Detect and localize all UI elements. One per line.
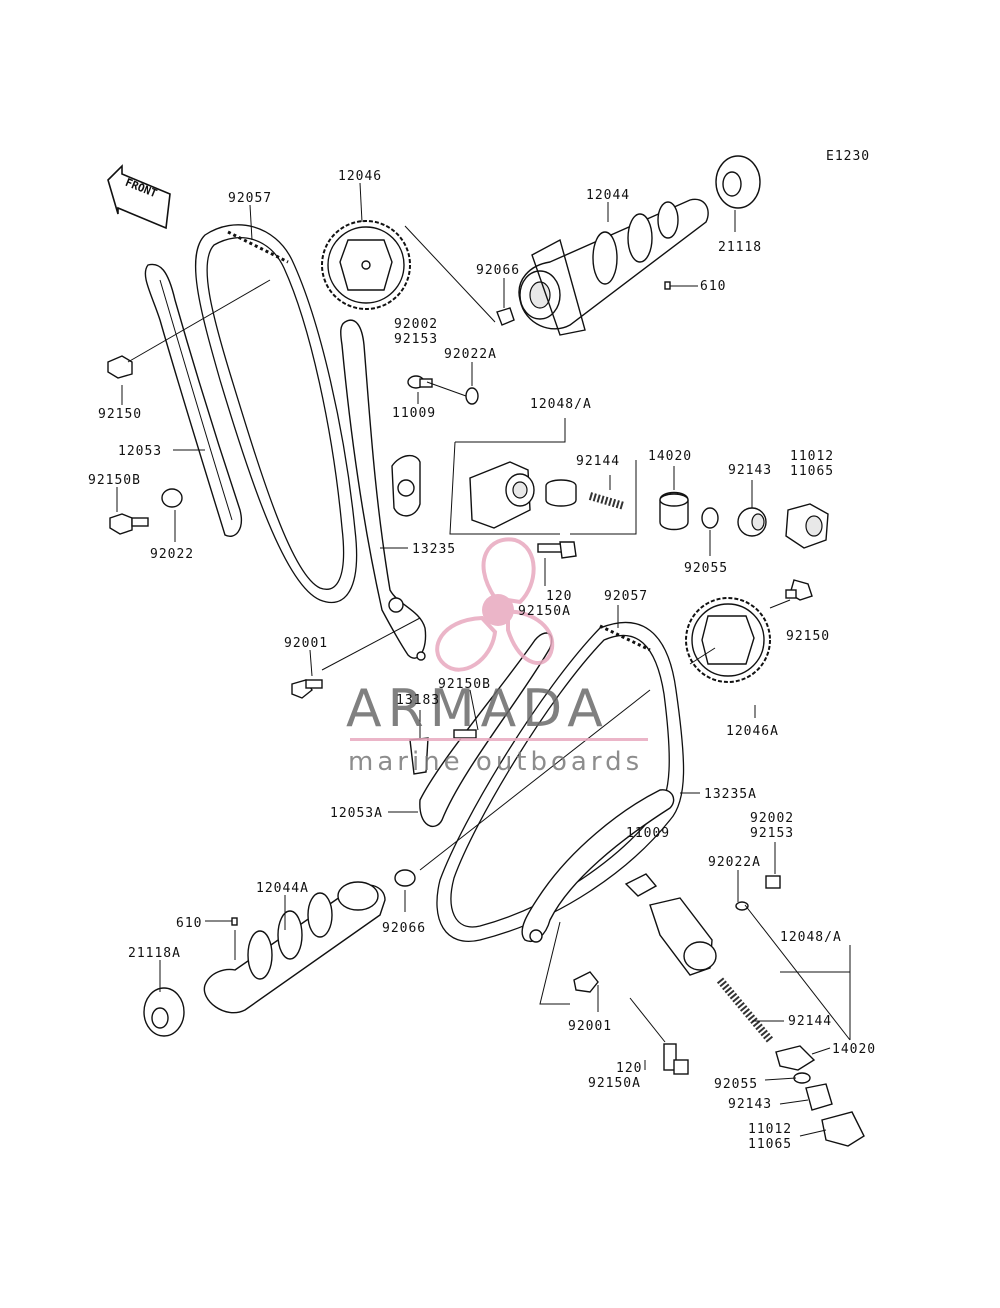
part-label-13183: 13183 [396,693,440,708]
bolt-92002-bot [765,875,781,889]
part-label-11065-top: 11065 [790,464,834,479]
part-label-120-top: 120 [546,589,572,604]
part-label-92150B-mid: 92150B [438,677,491,692]
cap-14020-bot [775,1045,816,1071]
propeller-icon [435,537,555,672]
part-label-21118A: 21118A [128,946,181,961]
pin-610-top [664,281,671,290]
gasket-11009-top [391,455,421,517]
part-labels: 9205712046120442111861092066920029215392… [88,169,876,1152]
part-label-92066-top: 92066 [476,263,520,278]
part-label-12048A-top: 12048/A [530,397,592,412]
part-label-92001-top: 92001 [284,636,328,651]
part-label-92143-bot: 92143 [728,1097,772,1112]
washer-92022 [161,488,183,508]
part-21118 [715,155,761,209]
part-label-92153-bot: 92153 [750,826,794,841]
part-label-92057-mid: 92057 [604,589,648,604]
part-label-92066-bot: 92066 [382,921,426,936]
part-label-92144-bot: 92144 [788,1014,832,1029]
part-label-14020-bot: 14020 [832,1042,876,1057]
part-label-11012-top: 11012 [790,449,834,464]
oring-92055-bot [793,1072,811,1084]
part-label-92144-top: 92144 [576,454,620,469]
diagram-code: E1230 [826,149,870,164]
bolt-92150A-bot [663,1043,689,1075]
tensioner-12048A-top [469,461,626,529]
part-label-14020-top: 14020 [648,449,692,464]
cam-sprocket-12046 [321,220,411,310]
front-arrow-icon: FRONT [107,164,171,230]
chain-guide-12053 [144,263,242,537]
bolt-92066-top [496,307,515,326]
cap-11012-bot [821,1111,865,1147]
watermark-tagline: marine outboards [348,747,643,777]
camshaft-12044A [203,881,386,1014]
pin-610-bot [231,917,238,926]
bolt-92150A-top [537,541,577,559]
cap-11012-top [785,503,829,549]
part-label-610-bot: 610 [176,916,202,931]
bolt-92150-left [107,279,271,379]
part-label-92150A-bot: 92150A [588,1076,641,1091]
part-label-92022: 92022 [150,547,194,562]
part-label-11065-bot: 11065 [748,1137,792,1152]
part-label-92002-bot: 92002 [750,811,794,826]
part-label-92001-bot: 92001 [568,1019,612,1034]
part-label-11009-bot: 11009 [626,826,670,841]
part-label-92150A-top: 92150A [518,604,571,619]
collar-92143-top [737,507,767,537]
part-label-12053A: 12053A [330,806,383,821]
tensioner-guide-13235A [521,789,675,943]
tensioner-guide-13235 [340,319,427,661]
camshaft-12044 [518,198,709,336]
oring-92055-top [701,507,719,529]
part-label-12053: 12053 [118,444,162,459]
part-label-120-bot: 120 [616,1061,642,1076]
part-label-92143-top: 92143 [728,463,772,478]
part-label-610-top: 610 [700,279,726,294]
timing-chain-upper [194,224,358,604]
gasket-11009-bot [624,873,658,897]
bolt-92002-top [407,375,433,389]
part-label-92057-top: 92057 [228,191,272,206]
part-label-12046: 12046 [338,169,382,184]
part-label-92150-right: 92150 [786,629,830,644]
part-label-92022A-bot: 92022A [708,855,761,870]
armada-logo: ARMADA marine outboards [346,537,648,777]
washer-92022A-top [465,387,479,405]
part-label-21118: 21118 [718,240,762,255]
part-label-12048A-bot: 12048/A [780,930,842,945]
part-label-12044A: 12044A [256,881,309,896]
part-label-12044: 12044 [586,188,630,203]
part-label-92055-bot: 92055 [714,1077,758,1092]
part-label-13235A: 13235A [704,787,757,802]
tensioner-12048A-bot [649,897,774,1043]
part-label-12046A: 12046A [726,724,779,739]
cap-14020-top [659,491,689,531]
bolt-92001-top [291,679,323,699]
collar-92143-bot [805,1083,833,1111]
part-label-92150-left: 92150 [98,407,142,422]
leader-lines [116,182,851,1137]
part-label-92153-top: 92153 [394,332,438,347]
part-label-92022A-top: 92022A [444,347,497,362]
part-label-92150B-left: 92150B [88,473,141,488]
part-label-92002-top: 92002 [394,317,438,332]
cam-sprocket-12046A [685,597,771,683]
bolt-92150-right [785,579,813,601]
part-label-11012-bot: 11012 [748,1122,792,1137]
part-21118A [143,987,185,1037]
part-label-11009-top: 11009 [392,406,436,421]
part-label-13235: 13235 [412,542,456,557]
watermark-brand: ARMADA [346,679,609,739]
part-label-92055-top: 92055 [684,561,728,576]
bolt-92066-bot [394,869,416,887]
watermark-rule [350,738,648,741]
bolt-92001-bot [573,971,599,993]
washer-92022A-bot [735,901,749,911]
bolt-92150B-left [109,513,149,535]
